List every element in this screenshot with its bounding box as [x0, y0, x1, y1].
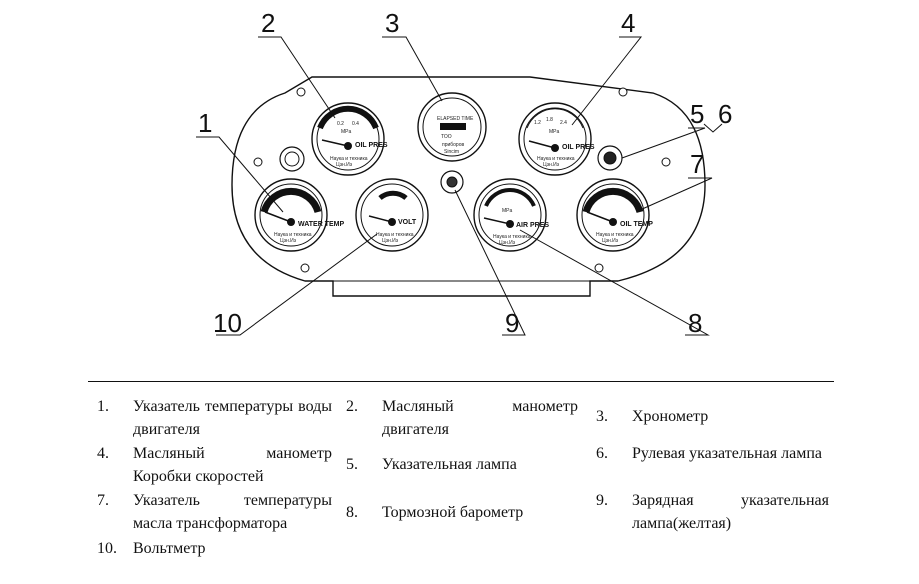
legend-num: 3. — [596, 408, 608, 425]
svg-text:MPa: MPa — [341, 129, 352, 135]
callout-5: 5 — [690, 99, 704, 129]
callout-10: 10 — [213, 308, 242, 338]
gauge-10-maker-code: Цзн.Из — [382, 238, 399, 244]
gauge-1-maker-code: Цзн.Из — [280, 238, 297, 244]
engine-oil-pressure-gauge: 0.2 0.4 MPa OIL PRES Наука и техника Цзн… — [311, 102, 388, 176]
voltmeter-gauge: VOLT Наука и техника Цзн.Из — [355, 178, 429, 252]
legend-text: Вольтметр — [133, 540, 206, 557]
gauge-4-label: OIL PRES — [562, 144, 595, 151]
gauge-10-label: VOLT — [398, 219, 417, 226]
gauge-1-label: WATER TEMP — [298, 221, 344, 228]
callout-6: 6 — [718, 99, 732, 129]
svg-text:ТОО: ТОО — [441, 134, 452, 140]
gauge-2-maker: Наука и техника — [330, 156, 368, 162]
chronometer-title: ELAPSED TIME — [437, 116, 474, 122]
gauge-1-maker: Наука и техника — [274, 232, 312, 238]
legend-divider — [88, 381, 834, 382]
legend-text: Указательная лампа — [382, 456, 517, 473]
callout-4: 4 — [621, 8, 635, 38]
legend-num: 5. — [346, 456, 358, 473]
callout-9: 9 — [505, 308, 519, 338]
legend-num: 7. — [97, 492, 109, 509]
legend-text: Указатель температуры воды двигателя — [133, 398, 332, 438]
callout-2: 2 — [261, 8, 275, 38]
panel-outline — [231, 76, 706, 297]
svg-text:1.8: 1.8 — [546, 117, 553, 123]
gauge-2-maker-code: Цзн.Из — [336, 162, 353, 168]
legend-num: 4. — [97, 445, 109, 462]
svg-text:Sincim: Sincim — [444, 149, 459, 155]
callout-1: 1 — [198, 108, 212, 138]
indicator-lamp-5 — [279, 146, 305, 172]
callout-8: 8 — [688, 308, 702, 338]
chronometer-subtitle: приборов — [442, 142, 464, 148]
gauge-7-maker-code: Цзн.Из — [602, 238, 619, 244]
legend-text: Хронометр — [632, 408, 709, 425]
legend-text: Масляный манометр двигателя — [382, 398, 578, 438]
gauge-4-maker-code: Цзн.Из — [543, 162, 560, 168]
legend-text: Тормозной барометр — [382, 504, 524, 521]
legend-num: 1. — [97, 398, 109, 415]
legend-num: 10. — [97, 540, 117, 557]
callout-7: 7 — [690, 149, 704, 179]
callout-3: 3 — [385, 8, 399, 38]
water-temperature-gauge: WATER TEMP Наука и техника Цзн.Из — [254, 178, 344, 252]
gearbox-oil-pressure-gauge: 1.2 1.8 2.4 MPa OIL PRES Наука и техника… — [518, 102, 595, 176]
oil-temperature-gauge: OIL TEMP Наука и техника Цзн.Из — [576, 178, 653, 252]
chronometer-gauge: ELAPSED TIME ТОО приборов Sincim — [417, 92, 487, 162]
gauge-8-label: AIR PRES — [516, 222, 549, 229]
brake-pressure-gauge: MPa AIR PRES Наука и техника Цзн.Из — [473, 178, 549, 252]
legend-text: Зарядная указательная лампа(желтая) — [632, 492, 829, 532]
legend-num: 2. — [346, 398, 358, 415]
svg-text:2.4: 2.4 — [560, 120, 567, 126]
gauge-7-maker: Наука и техника — [596, 232, 634, 238]
legend-text: Указатель температуры масла трансформато… — [133, 492, 332, 532]
gauge-8-maker: Наука и техника — [493, 234, 531, 240]
indicator-lamp-6 — [597, 145, 623, 171]
charging-lamp-9 — [440, 170, 464, 194]
gauge-2-label: OIL PRES — [355, 142, 388, 149]
gauge-10-maker: Наука и техника — [376, 232, 414, 238]
legend-text: Масляный манометр Коробки скоростей — [133, 445, 332, 485]
svg-text:MPa: MPa — [502, 208, 513, 214]
legend-num: 8. — [346, 504, 358, 521]
instrument-panel-diagram: 0.2 0.4 MPa OIL PRES Наука и техника Цзн… — [196, 8, 732, 338]
svg-text:0.2: 0.2 — [337, 121, 344, 127]
gauge-8-maker-code: Цзн.Из — [499, 240, 516, 246]
svg-text:0.4: 0.4 — [352, 121, 359, 127]
svg-text:MPa: MPa — [549, 129, 560, 135]
svg-text:1.2: 1.2 — [534, 120, 541, 126]
gauge-7-label: OIL TEMP — [620, 221, 653, 228]
legend-num: 9. — [596, 492, 608, 509]
mounting-holes — [253, 87, 671, 273]
legend-num: 6. — [596, 445, 608, 462]
gauge-4-maker: Наука и техника — [537, 156, 575, 162]
leader-lines — [196, 36, 723, 336]
legend-text: Рулевая указательная лампа — [632, 445, 822, 462]
